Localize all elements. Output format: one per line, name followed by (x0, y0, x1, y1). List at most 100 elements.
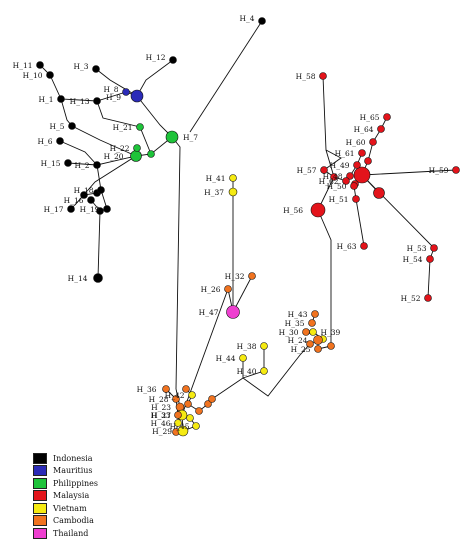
network-edge (323, 149, 342, 171)
haplotype-label: H_61 (335, 149, 355, 158)
haplotype-label: H_17 (44, 205, 64, 214)
legend-swatch-vietnam (33, 502, 47, 514)
network-edge (125, 59, 174, 97)
haplotype-label: H_48 (323, 172, 343, 181)
legend-item-indonesia: Indonesia (33, 452, 98, 465)
haplotype-node-h-24 (313, 335, 323, 345)
haplotype-label: H_51 (329, 195, 349, 204)
haplotype-label: H_2 (74, 161, 89, 170)
haplotype-node-h-16 (87, 196, 95, 204)
haplotype-node-h-62 (342, 177, 350, 185)
network-edge (97, 189, 108, 279)
haplotype-node-h-50 (350, 182, 358, 190)
haplotype-label: H_64 (354, 125, 374, 134)
haplotype-node-h-2 (93, 161, 101, 169)
haplotype-node-unlabeled (353, 166, 371, 184)
haplotype-node-unlabeled (327, 342, 335, 350)
haplotype-node-unlabeled (204, 400, 212, 408)
haplotype-label: H_22 (110, 144, 130, 153)
haplotype-label: H_36 (137, 385, 157, 394)
legend-label-indonesia: Indonesia (53, 453, 93, 463)
haplotype-label: H_9 (106, 93, 121, 102)
haplotype-label: H_62 (319, 177, 339, 186)
haplotype-label: H_3 (73, 62, 88, 71)
haplotype-node-h-6 (56, 137, 64, 145)
haplotype-label: H_12 (146, 53, 166, 62)
haplotype-node-h-63 (360, 242, 368, 250)
haplotype-node-unlabeled (306, 340, 314, 348)
haplotype-label: H_45 (170, 422, 190, 431)
haplotype-node-h-14 (93, 273, 103, 283)
haplotype-node-h-53 (430, 244, 438, 252)
haplotype-node-unlabeled (147, 150, 155, 158)
haplotype-label: H_29 (152, 427, 172, 436)
haplotype-label: H_26 (201, 285, 221, 294)
haplotype-node-unlabeled (80, 191, 88, 199)
haplotype-node-h-13 (93, 97, 101, 105)
haplotype-node-h-33 (174, 411, 182, 419)
network-edge (211, 358, 244, 400)
haplotype-node-h-42 (188, 391, 196, 399)
haplotype-node-h-49 (353, 161, 361, 169)
legend-swatch-philippines (33, 477, 47, 489)
haplotype-label: H_59 (429, 166, 449, 175)
haplotype-node-h-9 (130, 89, 144, 103)
haplotype-label: H_49 (330, 161, 350, 170)
haplotype-label: H_53 (407, 244, 427, 253)
haplotype-node-h-41 (229, 174, 237, 182)
haplotype-node-h-19 (103, 205, 111, 213)
haplotype-node-h-10 (46, 71, 54, 79)
haplotype-node-h-48 (346, 172, 354, 180)
network-edge (136, 95, 173, 138)
haplotype-label: H_16 (64, 196, 84, 205)
network-nodes (36, 17, 460, 437)
haplotype-node-h-47 (226, 305, 240, 319)
haplotype-label: H_15 (41, 159, 61, 168)
haplotype-node-h-1 (57, 95, 65, 103)
legend-item-malaysia: Malaysia (33, 490, 98, 503)
haplotype-label: H_58 (296, 72, 316, 81)
haplotype-node-unlabeled (364, 157, 372, 165)
haplotype-label: H_1 (38, 95, 53, 104)
haplotype-label: H_11 (13, 61, 33, 70)
haplotype-label: H_37 (204, 188, 224, 197)
haplotype-node-h-32 (248, 272, 256, 280)
haplotype-label: H_35 (285, 319, 305, 328)
haplotype-label: H_43 (288, 310, 308, 319)
haplotype-label: H_21 (113, 123, 133, 132)
haplotype-node-unlabeled (182, 385, 190, 393)
haplotype-label: H_19 (80, 205, 100, 214)
network-edge (317, 209, 332, 346)
network-edge (96, 100, 141, 128)
haplotype-node-h-35 (308, 319, 316, 327)
haplotype-label: H_46 (151, 419, 171, 428)
haplotype-label: H_50 (327, 182, 347, 191)
haplotype-label: H_60 (346, 138, 366, 147)
legend-label-cambodia: Cambodia (53, 516, 94, 526)
haplotype-node-h-21 (136, 123, 144, 131)
haplotype-node-h-39 (309, 328, 317, 336)
haplotype-node-unlabeled (373, 187, 385, 199)
haplotype-node-unlabeled (195, 407, 203, 415)
legend-swatch-malaysia (33, 490, 47, 502)
haplotype-label: H_63 (337, 242, 357, 251)
haplotype-label: H_33 (151, 411, 171, 420)
haplotype-node-unlabeled (186, 414, 194, 422)
haplotype-node-h-40 (260, 367, 268, 375)
legend-item-philippines: Philippines (33, 477, 98, 490)
haplotype-node-h-51 (352, 195, 360, 203)
haplotype-node-h-15 (64, 159, 72, 167)
haplotype-node-h-61 (358, 149, 366, 157)
haplotype-label: H_54 (403, 255, 423, 264)
haplotype-node-unlabeled (208, 395, 216, 403)
haplotype-label: H_57 (297, 166, 317, 175)
haplotype-label: H_38 (237, 342, 257, 351)
haplotype-label: H_44 (216, 354, 236, 363)
haplotype-label: H_41 (206, 174, 226, 183)
haplotype-node-h-5 (68, 122, 76, 130)
legend-label-thailand: Thailand (53, 528, 89, 538)
network-edge (67, 162, 98, 166)
haplotype-node-h-54 (426, 255, 434, 263)
